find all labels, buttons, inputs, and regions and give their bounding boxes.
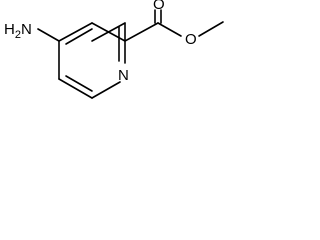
- ester-bond-ring-carbonyl: [124, 22, 159, 42]
- ring-bond-c6-c5: [58, 78, 93, 99]
- ring-bond-c4-c3: [58, 22, 93, 42]
- ester-bond-carbonyl-oxygen: [157, 22, 182, 37]
- ring-bond-c6-c5-inner: [65, 75, 93, 92]
- methyl-ester-group: [124, 9, 224, 42]
- chemical-structure-diagram: H2N N O O: [4, 0, 224, 99]
- ring-nitrogen-label: N: [118, 67, 129, 84]
- ring-bond-c3-c2-top: [91, 22, 126, 42]
- ester-oxygen-label: O: [185, 31, 197, 48]
- pyridine-ring: [58, 22, 126, 99]
- ester-bond-oxygen-methyl: [198, 21, 224, 37]
- amino-bond: [37, 28, 60, 42]
- carbonyl-oxygen-label: O: [153, 0, 165, 13]
- amino-group-label: H2N: [4, 21, 32, 41]
- ring-bond-c4-c3-inner: [65, 28, 93, 45]
- ring-bond-n1-c6: [91, 81, 121, 99]
